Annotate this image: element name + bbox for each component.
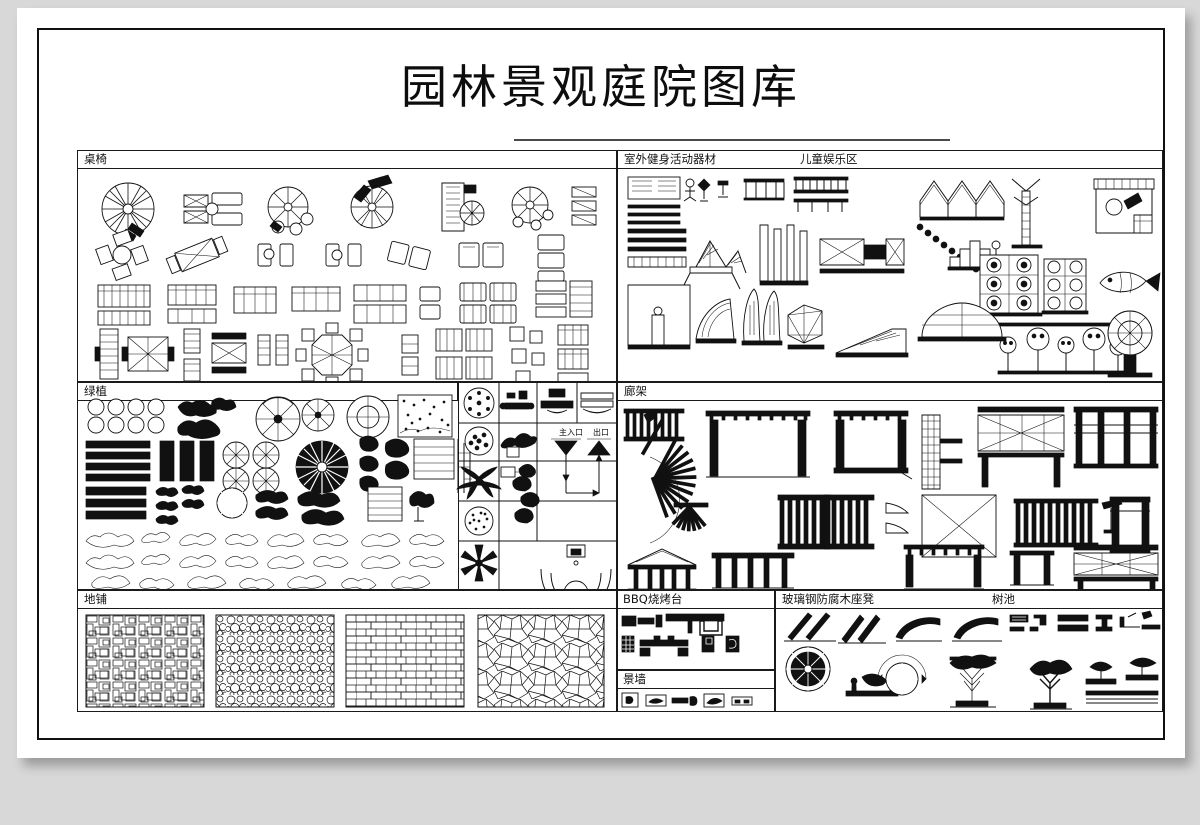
bench-treepit-group — [784, 610, 1161, 710]
panel-pergola[interactable]: 廊架 — [617, 382, 1163, 590]
panel-benches-and-treepits[interactable]: 玻璃钢防腐木座凳 树池 — [775, 590, 1163, 712]
legend-exit-label: 出口 — [593, 427, 609, 437]
panel-body-planting: 主入口 出口 — [78, 383, 616, 589]
fitness-equipment-group — [627, 176, 909, 358]
bench-and-set-group — [94, 322, 589, 381]
panel-label-feature-wall: 景墙 — [623, 672, 646, 686]
panel-label-kids: 儿童娱乐区 — [800, 152, 858, 166]
panel-body-pergola — [618, 401, 1162, 589]
legend-main-entrance-label: 主入口 — [559, 427, 583, 437]
panel-label-furniture: 桌椅 — [84, 152, 107, 166]
panel-label-planting: 绿植 — [84, 384, 107, 398]
panel-body-paving — [78, 609, 616, 711]
panel-label-bar: 地铺 — [78, 591, 616, 609]
panel-paving[interactable]: 地铺 — [77, 590, 617, 712]
kids-playground-group — [916, 178, 1161, 378]
panel-body-bbq — [618, 609, 774, 669]
panel-planting[interactable]: 绿植 — [77, 382, 617, 590]
panel-bbq[interactable]: BBQ烧烤台 — [617, 590, 775, 670]
panel-label-paving: 地铺 — [84, 592, 107, 606]
panel-furniture[interactable]: 桌椅 — [77, 150, 617, 382]
sheet-page: 园林景观庭院图库 桌椅 — [17, 8, 1185, 758]
panel-label-pergola: 廊架 — [624, 384, 647, 398]
chair-module-group — [95, 228, 565, 282]
panel-label-fitness: 室外健身活动器材 — [624, 152, 716, 166]
paving-pattern-tiles — [85, 614, 605, 708]
panel-body-feature-wall — [618, 689, 774, 711]
panel-label-bbq: BBQ烧烤台 — [623, 592, 683, 606]
panel-feature-wall[interactable]: 景墙 — [617, 670, 775, 712]
panel-label-bar: 景墙 — [618, 671, 774, 689]
sofa-group — [97, 280, 593, 326]
panel-label-bar: 室外健身活动器材 儿童娱乐区 — [618, 151, 1162, 169]
panel-fitness-and-kids[interactable]: 室外健身活动器材 儿童娱乐区 — [617, 150, 1163, 382]
panel-label-benches: 玻璃钢防腐木座凳 — [782, 592, 874, 606]
feature-wall-group — [621, 692, 753, 708]
symbol-board: 桌椅 — [77, 150, 1163, 712]
planting-legend-divider — [458, 383, 459, 589]
panel-label-bar: 廊架 — [618, 383, 1162, 401]
title-underline — [514, 139, 950, 141]
page-title: 园林景观庭院图库 — [401, 60, 801, 114]
panel-label-bar: 桌椅 — [78, 151, 616, 169]
sheet-border: 园林景观庭院图库 桌椅 — [37, 28, 1165, 740]
panel-label-bar: BBQ烧烤台 — [618, 591, 774, 609]
panel-body-benches-and-treepits — [776, 609, 1162, 711]
site-legend-grid: 主入口 出口 — [456, 383, 616, 589]
panel-body-fitness-and-kids — [618, 169, 1162, 381]
bbq-counter-group — [621, 613, 740, 657]
panel-label-bar: 玻璃钢防腐木座凳 树池 — [776, 591, 1162, 609]
panel-body-furniture — [78, 169, 616, 381]
planting-symbol-group — [85, 394, 472, 589]
pergola-group — [623, 406, 1159, 589]
panel-label-treepit: 树池 — [992, 592, 1015, 606]
